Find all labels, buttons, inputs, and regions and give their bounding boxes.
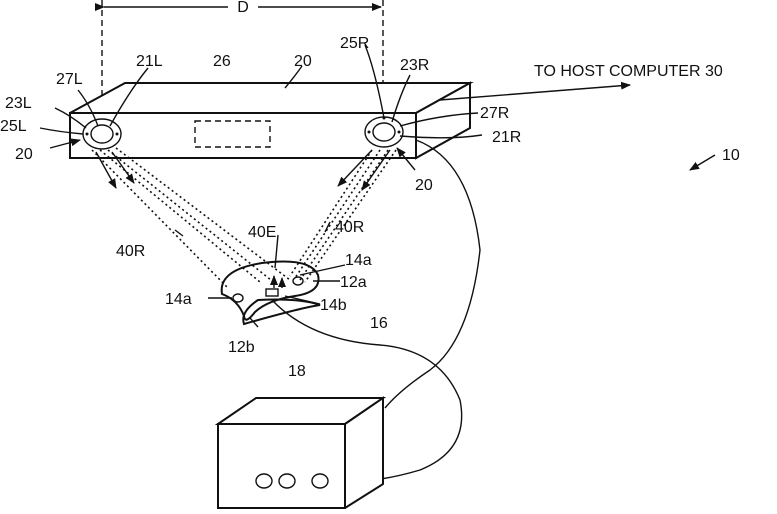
label-10: 10 xyxy=(722,147,740,164)
light-beams xyxy=(91,147,397,289)
emit-arrow-left-2 xyxy=(111,151,135,184)
arrow-20-left xyxy=(49,138,81,149)
label-21R: 21R xyxy=(492,129,521,146)
leader-lines xyxy=(39,44,483,328)
label-23R: 23R xyxy=(400,57,429,74)
arrow-10 xyxy=(689,154,716,171)
label-25L: 25L xyxy=(0,118,27,135)
arrow-20-right xyxy=(396,147,416,171)
label-16: 16 xyxy=(370,315,388,332)
port-2 xyxy=(278,473,296,489)
label-27R: 27R xyxy=(480,105,509,122)
label-25R: 25R xyxy=(340,35,369,52)
sensor-bar xyxy=(69,81,474,160)
controller xyxy=(220,260,321,326)
label-18: 18 xyxy=(288,363,306,380)
label-26: 26 xyxy=(213,53,231,70)
label-20-top: 20 xyxy=(294,53,312,70)
label-14a-top: 14a xyxy=(345,252,372,269)
label-14b: 14b xyxy=(320,297,347,314)
cable-16 xyxy=(271,299,463,484)
label-21L: 21L xyxy=(136,53,163,70)
label-host: TO HOST COMPUTER 30 xyxy=(534,63,723,80)
label-12a: 12a xyxy=(340,274,367,291)
diagram-labels: D 21L 26 20 25R 23R TO HOST COMPUTER 30 … xyxy=(0,0,740,380)
label-23L: 23L xyxy=(5,95,32,112)
port-1 xyxy=(255,473,273,489)
label-14a-left: 14a xyxy=(165,291,192,308)
label-27L: 27L xyxy=(56,71,83,88)
label-40R-left: 40R xyxy=(116,243,145,260)
host-link-arrow xyxy=(439,81,631,101)
label-40R-right: 40R xyxy=(335,219,364,236)
sensor-cable xyxy=(384,139,481,409)
label-d: D xyxy=(237,0,249,16)
emit-arrow-right-2 xyxy=(361,149,391,191)
label-20-left: 20 xyxy=(15,146,33,163)
emit-arrow-right-1 xyxy=(337,149,373,187)
base-unit xyxy=(214,396,387,510)
port-3 xyxy=(311,473,329,489)
label-12b: 12b xyxy=(228,339,255,356)
label-40E: 40E xyxy=(248,224,276,241)
label-20-right: 20 xyxy=(415,177,433,194)
